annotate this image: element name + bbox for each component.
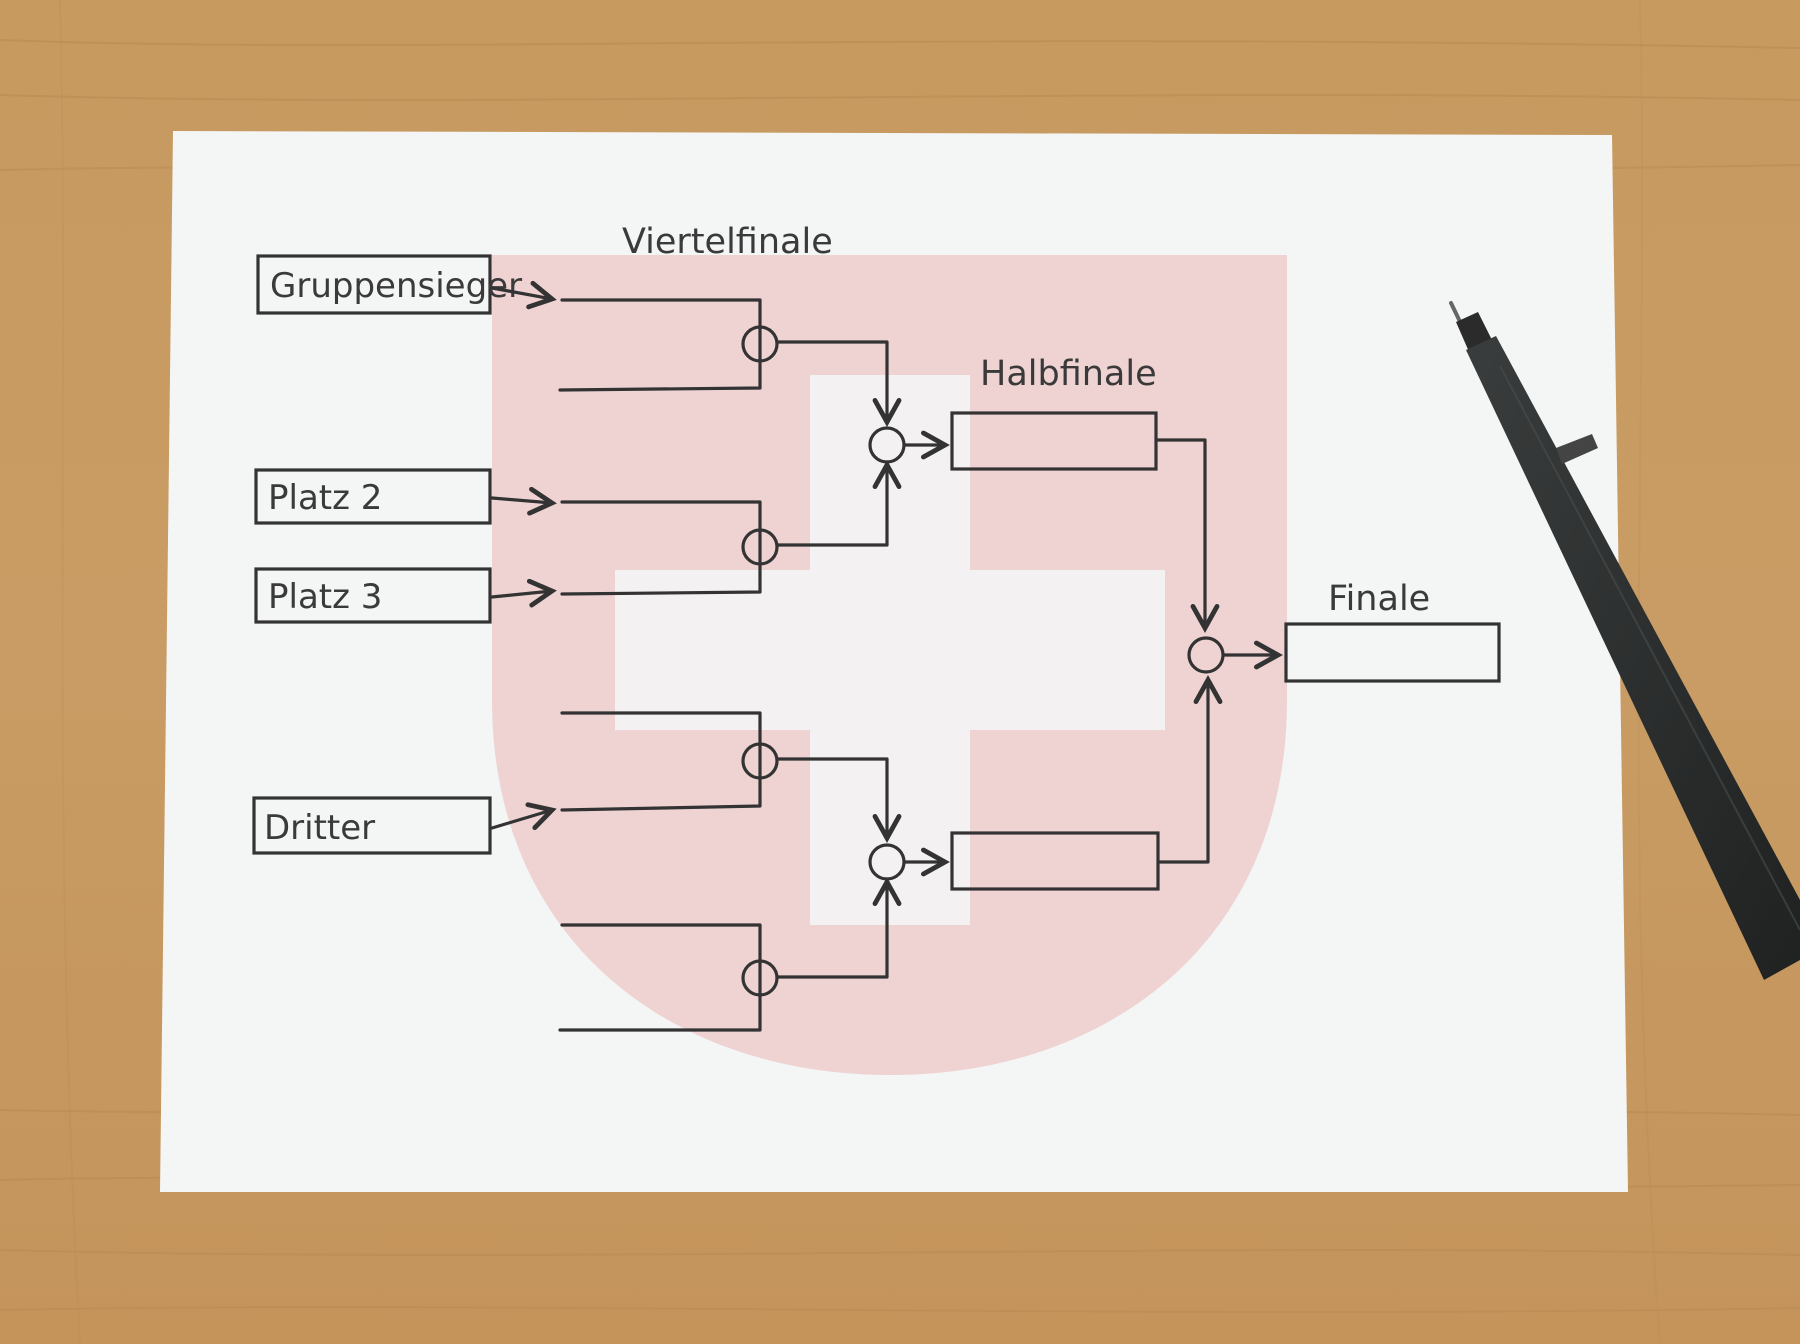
quarterfinal-bracket-1 <box>558 298 779 392</box>
final-connectors <box>1156 438 1278 864</box>
quarterfinal-bracket-3 <box>560 711 779 812</box>
semifinal-box-top <box>950 411 1158 471</box>
svg-text:Dritter: Dritter <box>264 808 375 848</box>
semifinal-box-bottom <box>950 831 1160 891</box>
quarterfinal-bracket-2 <box>560 500 779 596</box>
swiss-shield-watermark <box>492 255 1287 1075</box>
svg-text:Platz 3: Platz 3 <box>268 577 382 617</box>
fineliner-pen <box>1449 301 1800 980</box>
quarterfinal-title: Viertelfinale <box>622 222 833 262</box>
final-box <box>1284 622 1501 683</box>
final-title: Finale <box>1328 579 1430 619</box>
semifinal-connectors <box>775 340 945 979</box>
svg-text:Platz 2: Platz 2 <box>268 478 382 518</box>
semifinal-title: Halbfinale <box>980 354 1157 394</box>
entry-third-place: Platz 3 <box>254 567 492 624</box>
entry-group-winner: Gruppensieger <box>256 254 522 315</box>
entry-second-place: Platz 2 <box>254 468 492 525</box>
entry-third: Dritter <box>252 796 492 855</box>
svg-text:Gruppensieger: Gruppensieger <box>270 266 522 306</box>
entry-arrows <box>490 288 552 828</box>
